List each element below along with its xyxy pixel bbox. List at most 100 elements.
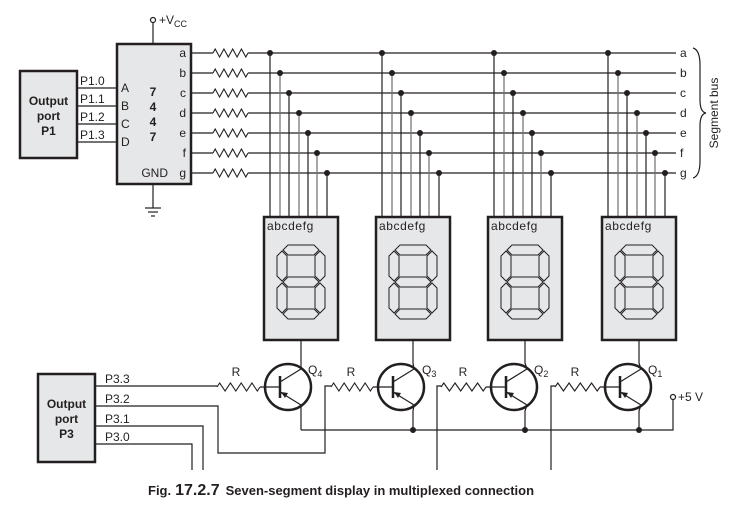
decoder-output-d: d [179,106,186,120]
q4-emitter-arrow-icon [281,392,288,398]
decoder-part-digit-1: 7 [150,85,157,99]
transistor-q2-icon [489,362,539,412]
resistor-q4-icon [216,382,261,392]
resistor-q3-icon [330,381,374,393]
display-1-pin-labels: abcdefg [267,219,314,233]
display-2-junction-e-icon [417,130,423,136]
pin-label-p3-2: P3.2 [105,392,130,406]
bus-label-g: g [680,166,687,180]
vcc-label-main: +V [159,13,174,27]
resistor-f-icon [212,147,249,159]
p1-bus-wires [77,87,117,143]
display-4-box [600,215,678,342]
decoder-output-c: c [180,86,186,100]
pin-label-p1-1: P1.1 [80,92,105,106]
wire-p3-0 [95,443,193,470]
resistor-q1-icon [554,382,601,392]
wire-q1-base-feed [550,385,555,470]
displays: abcdefg abcdefg abcdefg abcdefg [262,215,678,342]
resistor-g-icon [212,167,249,179]
display-2-junction-g-icon [436,170,442,176]
decoder-output-g: g [179,166,186,180]
bus-label-d: d [680,106,687,120]
decoder-output-a: a [179,46,186,60]
q3-collector [392,368,415,383]
bus-label-b: b [680,66,687,80]
transistor-stage [216,340,674,433]
display-4-junction-g-icon [662,170,668,176]
q3-emitter-wire [412,404,415,430]
resistor-c-icon [212,87,249,99]
resistor-d-icon [212,107,249,119]
decoder-part-digit-3: 4 [150,115,157,129]
pin-label-p1-2: P1.2 [80,110,105,124]
decoder-input-c: C [121,117,130,131]
resistor-q1-label: R [571,365,580,379]
display-2-junction-b-icon [389,70,395,76]
display-3-junction-g-icon [548,170,554,176]
resistor-e-icon [212,127,249,139]
display-4: abcdefg [600,215,678,342]
display-4-junction-e-icon [643,130,649,136]
display-1-junction-f-icon [314,150,320,156]
decoder-output-f: f [183,146,187,160]
caption-prefix: Fig. [148,483,171,498]
decoder-gnd-label: GND [141,166,168,180]
segment-bus-label: Segment bus [707,78,721,149]
bus-label-f: f [680,146,684,160]
p3-wires [95,385,555,470]
segment-bus [191,47,676,217]
display-4-junction-d-icon [634,110,640,116]
q3-sub: 3 [431,369,436,379]
transistor-q4-icon [263,362,313,412]
display-3-junction-f-icon [538,150,544,156]
decoder-input-d: D [121,135,130,149]
display-2: abcdefg [374,215,452,342]
resistor-a-icon [212,47,249,59]
port-p1-title-line3: P1 [41,124,56,138]
resistor-q2-icon [440,382,487,392]
display-3: abcdefg [486,215,564,342]
display-3-junction-b-icon [501,70,507,76]
wire-p3-1 [95,425,204,470]
resistor-q3-label: R [347,365,356,379]
port-p1-title-line2: port [37,109,60,123]
emitter-supply-rail [301,400,674,431]
q3-collector-wire [412,340,415,370]
q2-collector [505,368,528,383]
wire-q2-base-feed [436,385,441,470]
vcc-label: +VCC [159,13,188,29]
display-1-junction-e-icon [305,130,311,136]
bus-label-a: a [680,46,687,60]
bus-label-e: e [680,126,687,140]
resistor-q2-label: R [459,365,468,379]
supply-5v-label: +5 V [678,390,703,404]
transistor-q2-label: Q2 [534,363,548,379]
output-port-p3: Output port P3 [36,372,97,464]
port-p3-title-line2: port [55,412,78,426]
q2-sub: 2 [543,369,548,379]
pin-label-p1-3: P1.3 [80,128,105,142]
display-3-pin-labels: abcdefg [491,219,538,233]
display-3-junction-a-icon [491,50,497,56]
display-3-box [486,215,564,342]
port-p3-title-line1: Output [47,397,86,411]
display-2-pin-labels: abcdefg [379,219,426,233]
display-1: abcdefg [262,215,340,342]
decoder-7447: +VCC A B C D 7 4 4 7 a b c d e f g GND [115,13,193,217]
q2-collector-wire [524,340,528,370]
port-p3-box [36,372,97,464]
pin-label-p3-3: P3.3 [105,372,130,386]
display-1-box [262,215,340,342]
transistor-q1-label: Q1 [648,363,662,379]
q4-sub: 4 [317,369,322,379]
q1-collector [619,368,642,383]
port-p1-title-line1: Output [29,94,68,108]
q2-emitter-arrow-icon [507,392,514,398]
q1-name: Q [648,363,657,377]
q2-name: Q [534,363,543,377]
caption-number: 17.2.7 [175,482,220,499]
q1-sub: 1 [657,369,662,379]
